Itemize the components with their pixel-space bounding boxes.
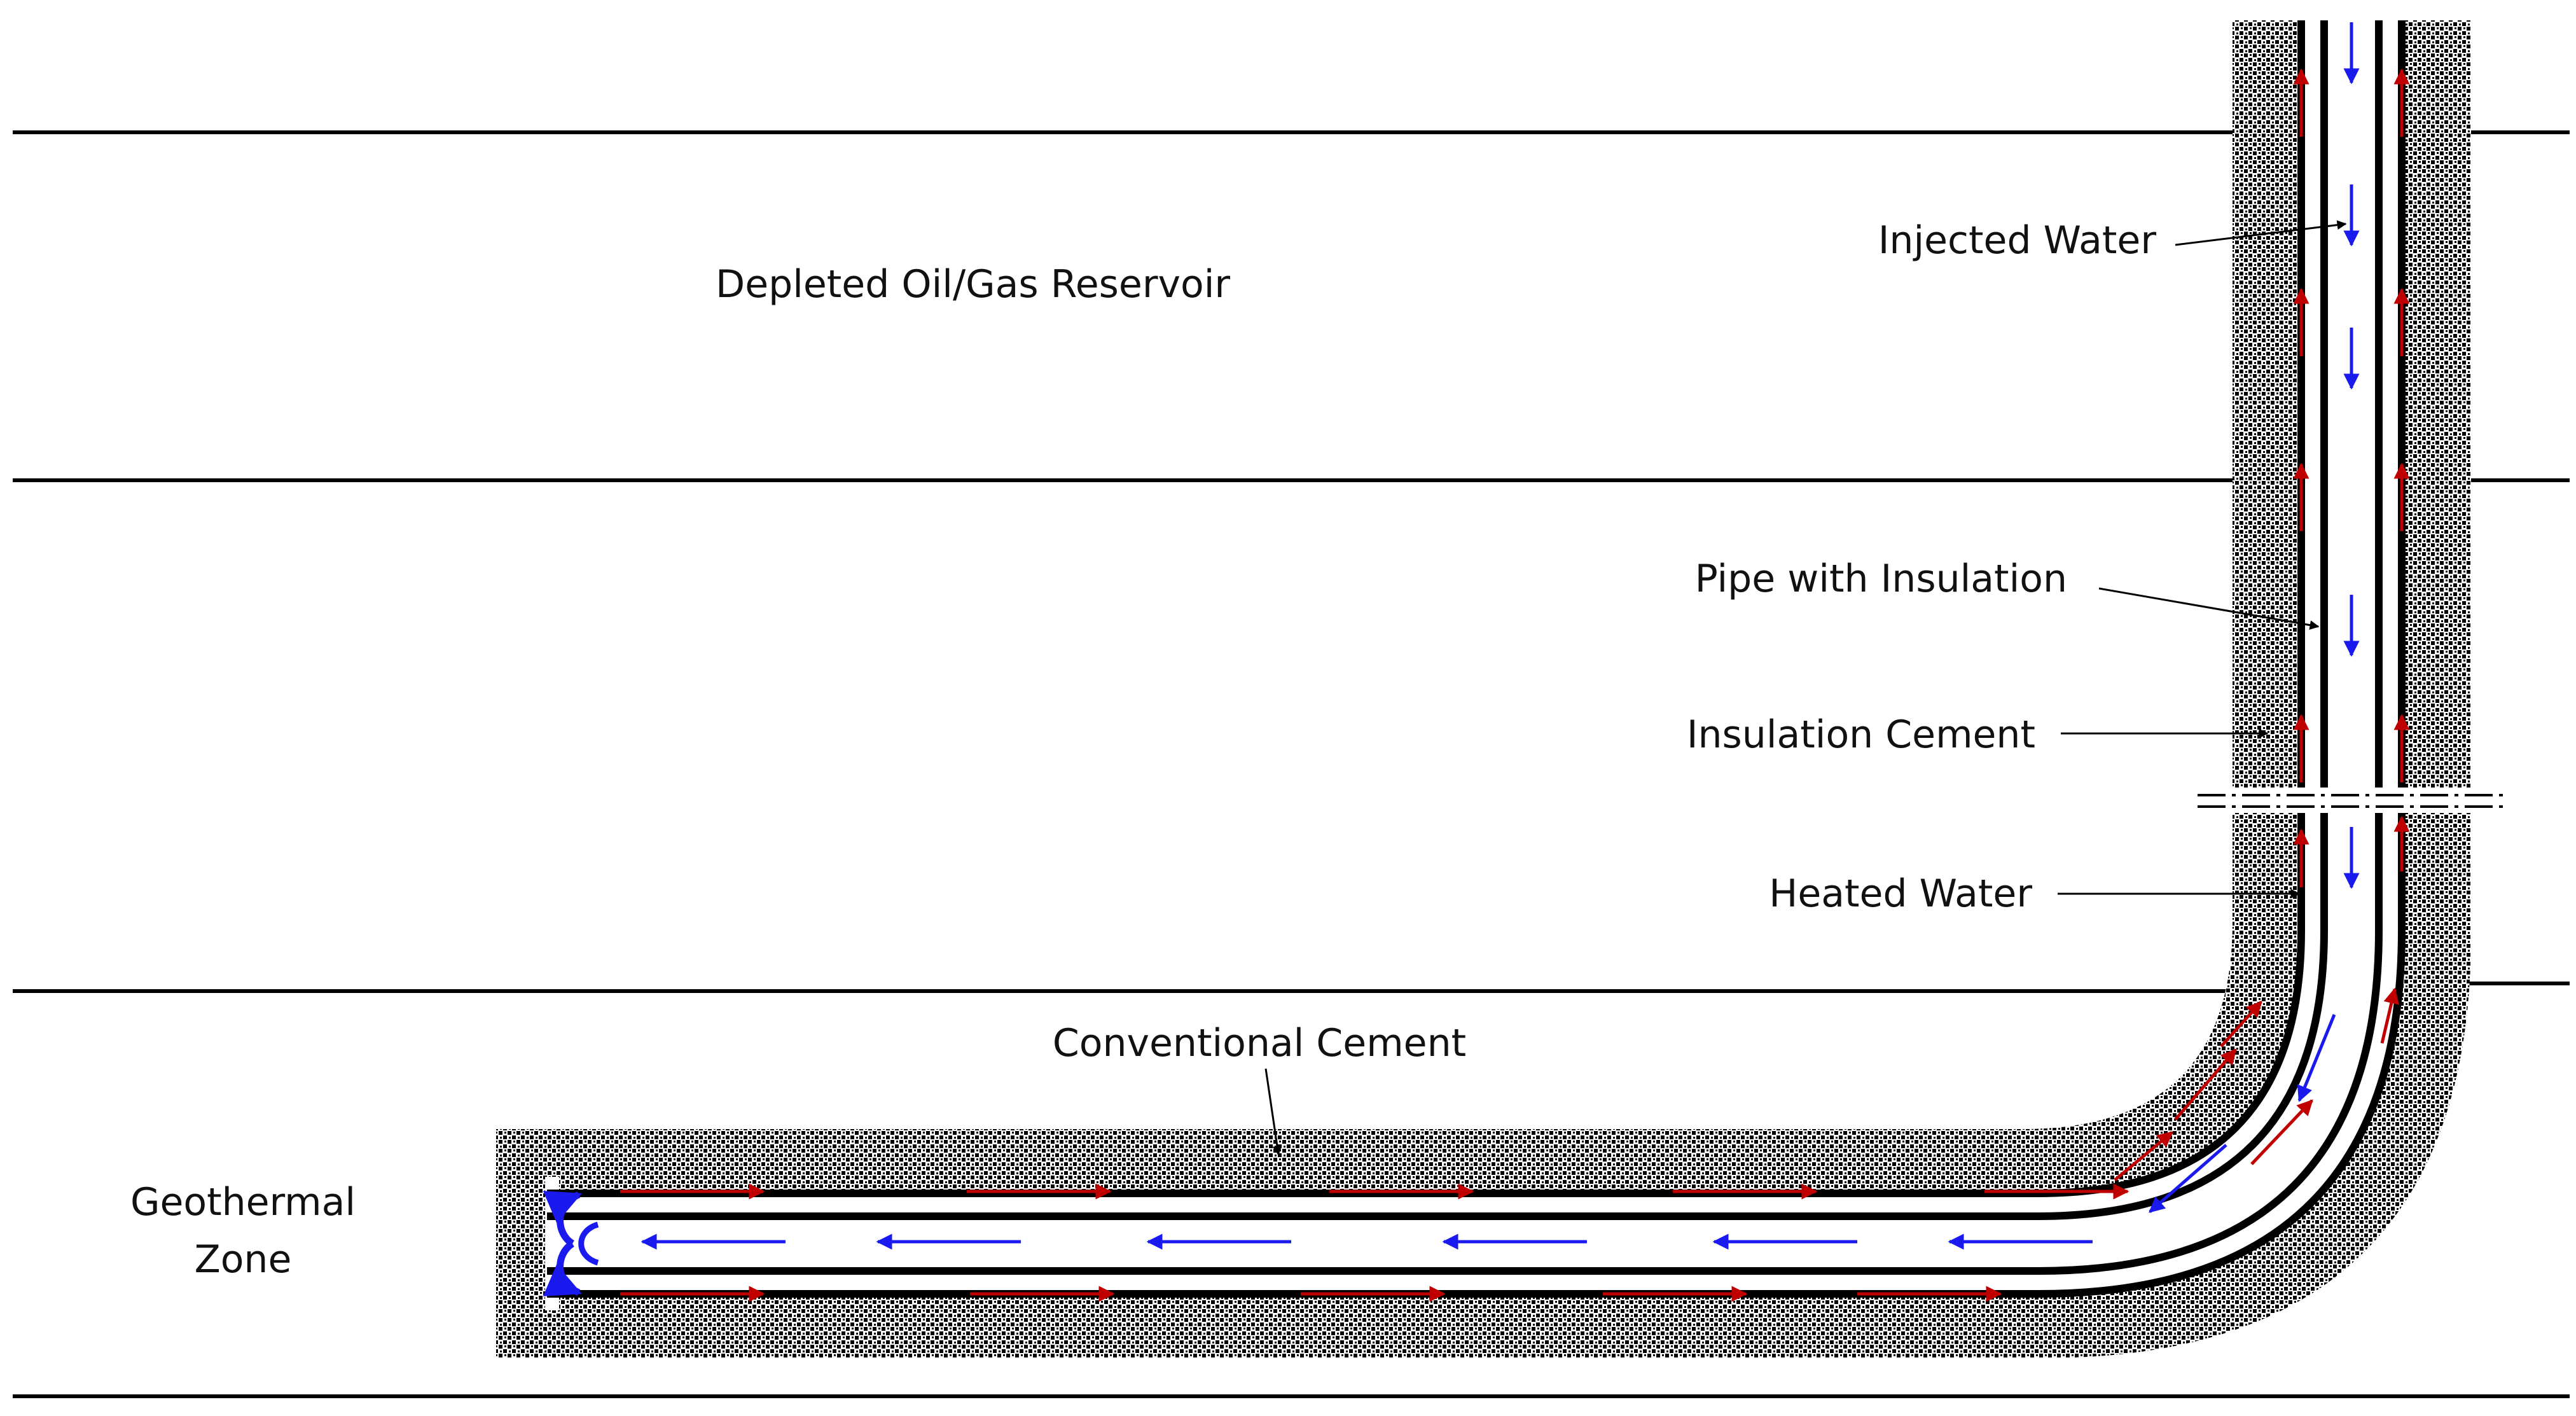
depth-break-line bbox=[2198, 788, 2503, 813]
injected-water-leader bbox=[2175, 220, 2347, 246]
heated-flow-arrow bbox=[2174, 1048, 2237, 1121]
conventional-cement-label: Conventional Cement bbox=[1053, 1021, 1466, 1065]
outer-casing-wall-lower bbox=[547, 20, 2406, 1298]
outer-casing-wall bbox=[547, 20, 2305, 1197]
heated-flow-arrow bbox=[2220, 1001, 2262, 1048]
injected-water-arrows bbox=[641, 22, 2360, 1250]
heated-water-arrows bbox=[620, 68, 2410, 1302]
cement-band bbox=[496, 20, 2471, 1358]
heated-flow-arrow bbox=[2114, 1131, 2173, 1181]
injected-water-label: Injected Water bbox=[1878, 218, 2157, 263]
injected-flow-arrow bbox=[2297, 1014, 2336, 1102]
injected-flow-arrow bbox=[2149, 1144, 2227, 1213]
insulated-pipe-wall-lower bbox=[547, 20, 2383, 1275]
pipe-walls bbox=[547, 20, 2406, 1298]
well-interior bbox=[545, 20, 2405, 1310]
heated-flow-arrow bbox=[2250, 1099, 2313, 1165]
conventional-cement-leader bbox=[1264, 1068, 1282, 1156]
heated-water-label: Heated Water bbox=[1769, 871, 2032, 916]
leader-lines bbox=[1264, 220, 2347, 1156]
reservoir-label: Depleted Oil/Gas Reservoir bbox=[716, 262, 1230, 307]
pipe-with-insulation-label: Pipe with Insulation bbox=[1695, 557, 2067, 601]
insulated-pipe-wall bbox=[547, 20, 2328, 1220]
pipe-insulation-leader bbox=[2098, 587, 2320, 630]
geothermal-label-line2: Zone bbox=[195, 1237, 292, 1282]
heated-flow-arrow bbox=[2380, 987, 2400, 1044]
geothermal-label-line1: Geothermal bbox=[130, 1180, 356, 1225]
turnaround-arrows bbox=[543, 1191, 599, 1296]
insulation-cement-label: Insulation Cement bbox=[1687, 712, 2035, 757]
strata-lines bbox=[13, 130, 2570, 1398]
